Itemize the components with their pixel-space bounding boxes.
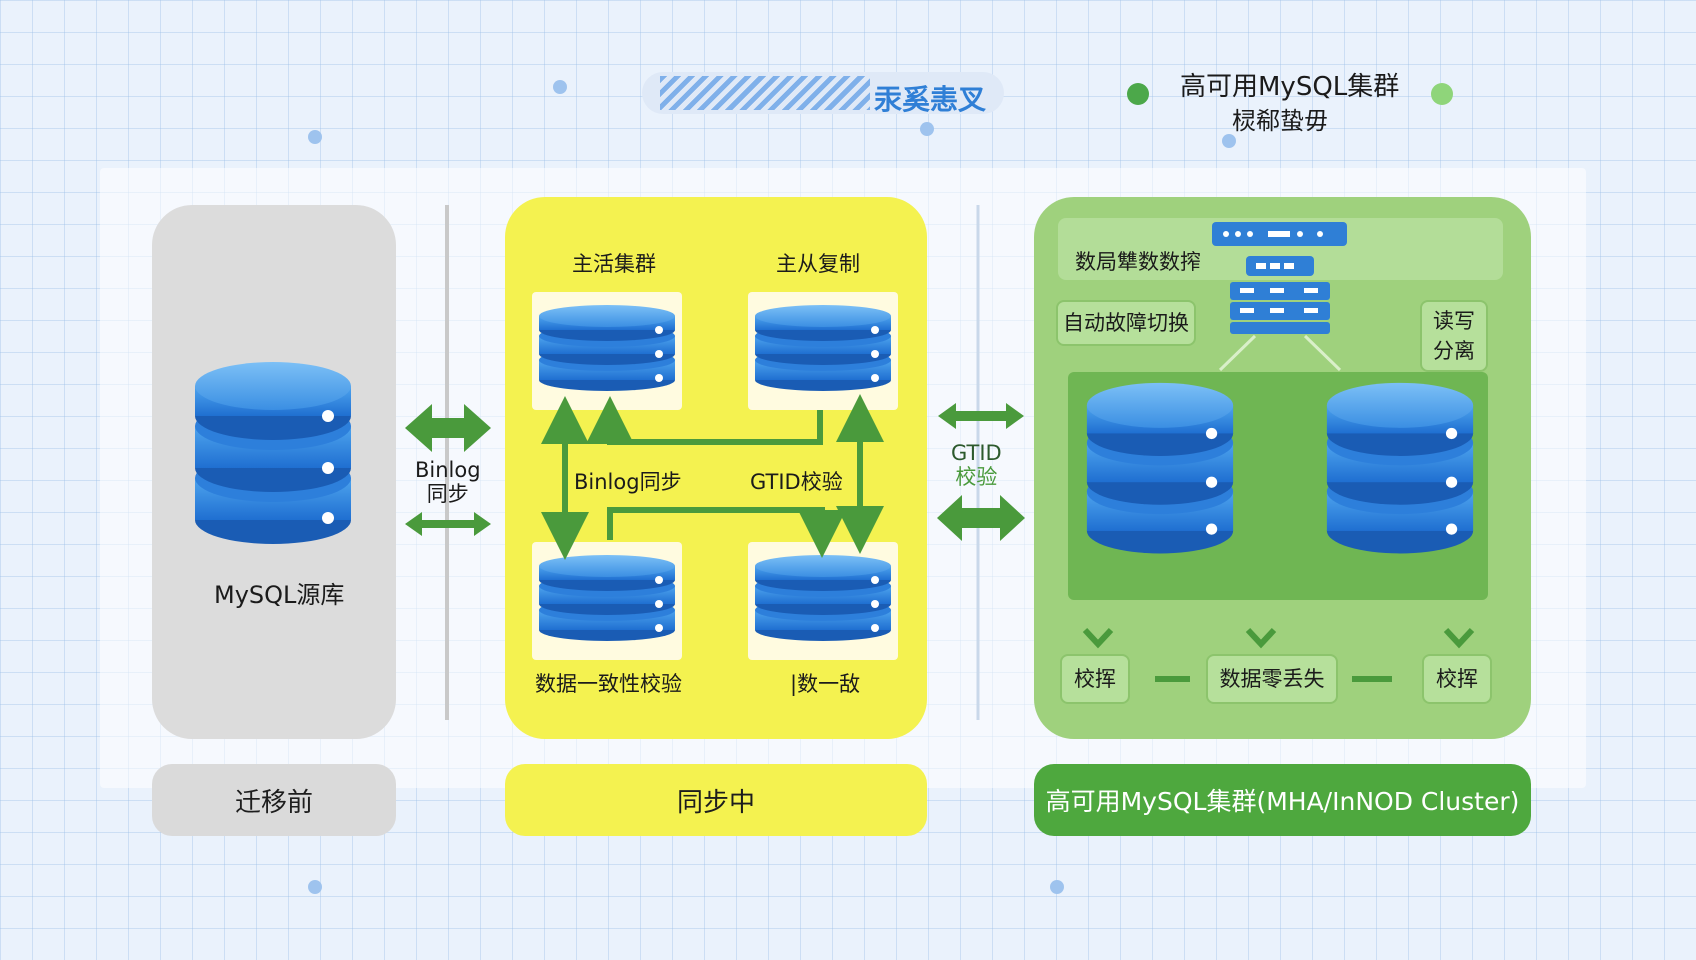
decor-dot	[1222, 134, 1236, 148]
binlog-sync-mid-label: Binlog同步	[574, 470, 682, 494]
double-arrow-icon	[405, 404, 491, 536]
consistency-label: |数一敌	[790, 672, 861, 696]
read-write-split-box: 读写 分离	[1420, 300, 1488, 372]
gtid-check-arrow-label-line1: GTID	[951, 441, 1002, 465]
header-dot-right	[1431, 83, 1453, 105]
database-stack-icon	[539, 555, 675, 641]
database-stack-icon	[755, 305, 891, 391]
source-db-label: MySQL源库	[214, 581, 345, 609]
decor-dot	[308, 880, 322, 894]
decor-dot	[920, 122, 934, 136]
decor-dot	[553, 80, 567, 94]
col2-title: 主从复制	[776, 252, 860, 276]
binlog-sync-label-line2: 同步	[426, 482, 469, 506]
after-top-text: 数局犨数数搾	[1075, 250, 1201, 274]
stage-tag-after: 高可用MySQL集群(MHA/InNOD Cluster)	[1034, 764, 1531, 836]
database-stack-icon	[539, 305, 675, 391]
header-right-title: 高可用MySQL集群	[1180, 72, 1400, 102]
gtid-check-arrow-label-line2: 校验	[955, 465, 998, 489]
stripes-decoration	[660, 76, 870, 110]
gtid-check-arrow-label: GTID 校验	[951, 441, 1002, 489]
decor-dot	[308, 130, 322, 144]
stage-tag-during: 同步中	[505, 764, 927, 836]
database-stack-icon	[755, 555, 891, 641]
read-write-split-line1: 读写	[1433, 309, 1475, 333]
check-box-right: 校挥	[1422, 654, 1492, 704]
decor-dot	[1050, 880, 1064, 894]
header-dot-left	[1127, 83, 1149, 105]
stage-tag-before: 迁移前	[152, 764, 396, 836]
binlog-sync-label: Binlog 同步	[415, 458, 481, 506]
database-stack-icon	[195, 362, 351, 544]
consistency-check-label: 数据一致性校验	[535, 672, 682, 696]
header-right-subtitle: 棂郗蛰毋	[1232, 107, 1328, 135]
double-arrow-icon	[937, 403, 1025, 541]
read-write-split-line2: 分离	[1433, 339, 1475, 363]
binlog-sync-label-line1: Binlog	[415, 458, 481, 482]
check-box-left: 校挥	[1060, 654, 1130, 704]
header-left-title: 汞奚恚叉	[874, 83, 987, 116]
server-rack-icon	[1212, 222, 1347, 334]
auto-failover-box: 自动故障切换	[1056, 300, 1196, 346]
gtid-check-label: GTID校验	[750, 470, 843, 494]
zero-data-loss-box: 数据零丢失	[1206, 654, 1338, 704]
database-stack-icon	[1326, 382, 1474, 554]
database-stack-icon	[1086, 382, 1234, 554]
col1-title: 主活集群	[572, 252, 656, 276]
